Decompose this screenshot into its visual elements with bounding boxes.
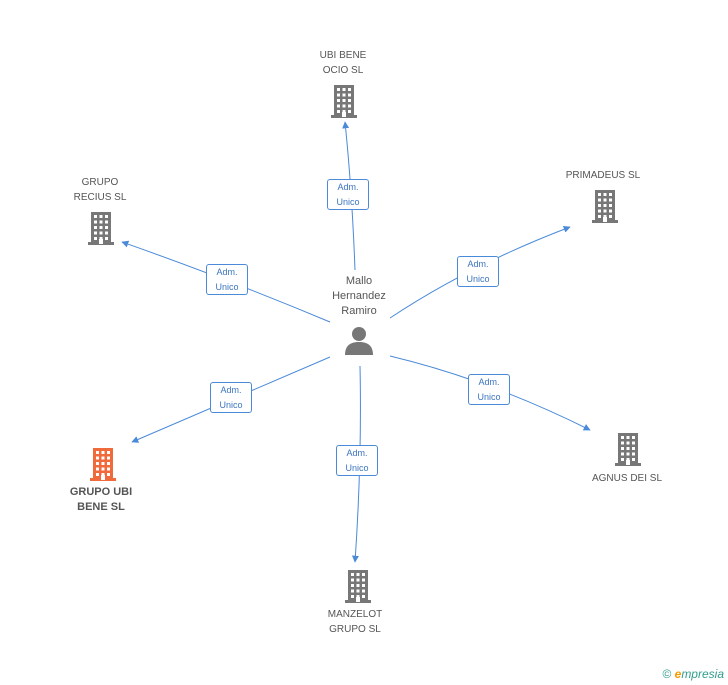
- company-node-primadeus[interactable]: PRIMADEUS SL: [553, 168, 653, 183]
- company-label: AGNUS DEI SL: [591, 473, 663, 484]
- company-node-grupo-ubi-bene[interactable]: GRUPO UBI BENE SL: [56, 485, 146, 515]
- building-icon: [345, 570, 371, 603]
- company-label: UBI BENE OCIO SL: [319, 50, 367, 76]
- company-node-ubi-bene-ocio[interactable]: UBI BENE OCIO SL: [303, 48, 383, 78]
- person-node[interactable]: Mallo Hernandez Ramiro: [318, 274, 400, 360]
- copyright-icon: ©: [662, 667, 672, 681]
- brand-name: mpresia: [681, 667, 724, 681]
- role-badge[interactable]: Adm.Unico: [327, 179, 369, 210]
- company-label: GRUPO RECIUS SL: [73, 177, 127, 203]
- role-badge[interactable]: Adm.Unico: [468, 374, 510, 405]
- role-badge[interactable]: Adm.Unico: [210, 382, 252, 413]
- role-badge[interactable]: Adm.Unico: [457, 256, 499, 287]
- person-icon: [345, 327, 373, 355]
- company-node-agnus-dei[interactable]: AGNUS DEI SL: [577, 471, 677, 486]
- company-label: MANZELOT GRUPO SL: [327, 609, 383, 635]
- brand-logo[interactable]: © empresia: [662, 667, 724, 681]
- building-icon: [90, 448, 116, 481]
- company-label: PRIMADEUS SL: [565, 170, 641, 181]
- company-node-manzelot-grupo[interactable]: MANZELOT GRUPO SL: [310, 607, 400, 637]
- person-name: Mallo Hernandez Ramiro: [332, 275, 386, 317]
- company-label: GRUPO UBI BENE SL: [69, 486, 133, 513]
- building-icon: [331, 85, 357, 118]
- role-badge[interactable]: Adm.Unico: [206, 264, 248, 295]
- role-badge[interactable]: Adm.Unico: [336, 445, 378, 476]
- building-icon: [592, 190, 618, 223]
- brand-initial: e: [674, 667, 682, 681]
- company-node-grupo-recius[interactable]: GRUPO RECIUS SL: [60, 175, 140, 205]
- building-icon: [615, 433, 641, 466]
- building-icon: [88, 212, 114, 245]
